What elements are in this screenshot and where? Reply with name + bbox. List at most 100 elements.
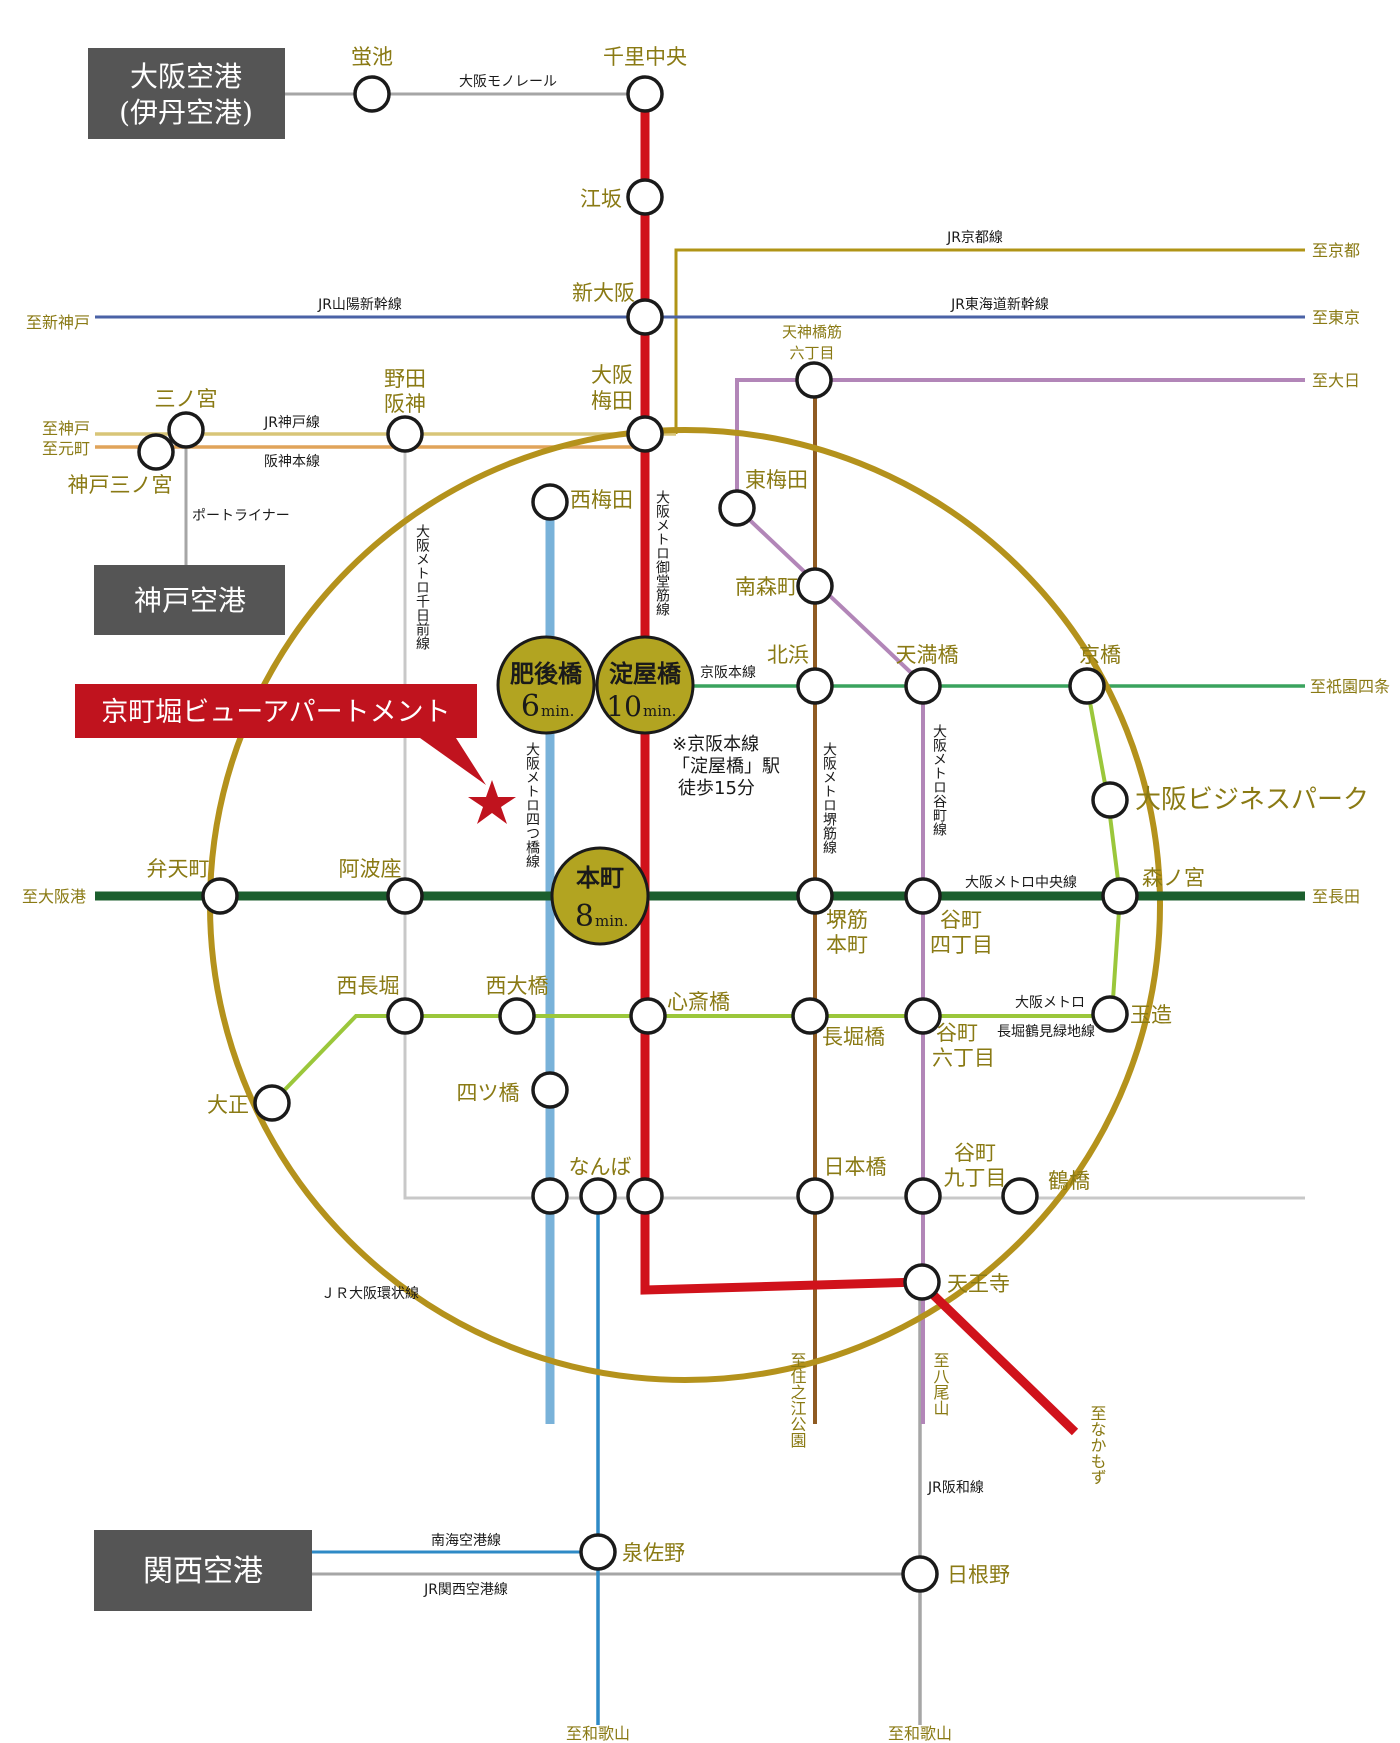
dest-suminoe: 至住之江公園: [788, 1352, 807, 1448]
station-minamimorimachi[interactable]: [796, 567, 834, 605]
label-awaza: 阿波座: [339, 857, 402, 881]
label-obp: 大阪ビジネスパーク: [1135, 785, 1369, 815]
label-namba: なんば: [569, 1155, 632, 1179]
label-nishiohashi: 西大橋: [486, 974, 549, 998]
line-label-port-liner: ポートライナー: [192, 508, 290, 524]
note-line3: 徒歩15分: [678, 778, 755, 799]
badge-higobashi[interactable]: 肥後橋 6 min.: [496, 635, 596, 735]
property-name: 京町堀ビューアパートメント: [101, 697, 450, 728]
station-nishinagahori[interactable]: [386, 997, 424, 1035]
station-tsuruhashi[interactable]: [1001, 1177, 1039, 1215]
station-tanimachi4[interactable]: [904, 877, 942, 915]
label-tanimachi6-1: 谷町: [936, 1021, 978, 1045]
stations: [137, 75, 1139, 1593]
dest-nagata: 至長田: [1312, 887, 1360, 906]
label-higashiumeda: 東梅田: [745, 468, 808, 492]
badge-honmachi-unit: min.: [595, 912, 628, 930]
line-label-jr-kobe: JR神戸線: [263, 415, 320, 431]
station-obp[interactable]: [1091, 781, 1129, 819]
badge-yodoyabashi-minutes: 10: [606, 690, 642, 723]
label-shinosaka: 新大阪: [572, 281, 635, 305]
dest-wakayama-2: 至和歌山: [888, 1724, 952, 1743]
line-label-chuo: 大阪メトロ中央線: [965, 875, 1077, 891]
line-labels: 大阪モノレール JR京都線 JR山陽新幹線 JR東海道新幹線 JR神戸線 阪神本…: [192, 74, 1095, 1598]
station-taisho[interactable]: [253, 1084, 291, 1122]
line-label-nankai: 南海空港線: [431, 1533, 501, 1549]
station-tennoji[interactable]: [903, 1263, 941, 1301]
station-kitahama[interactable]: [796, 667, 834, 705]
label-sannomiya: 三ノ宮: [155, 387, 218, 411]
note-line2: 「淀屋橋」駅: [672, 756, 780, 777]
line-label-nagahori-1: 大阪メトロ: [1015, 995, 1085, 1011]
dest-gion: 至祇園四条: [1310, 677, 1390, 696]
label-tennoji: 天王寺: [947, 1272, 1010, 1296]
dest-kobe: 至神戸: [42, 419, 90, 438]
dest-osakako: 至大阪港: [22, 887, 86, 906]
line-label-midosuji: 大阪メトロ御堂筋線: [654, 490, 670, 616]
nagahori-line: [270, 1014, 1110, 1105]
station-umeda[interactable]: [626, 415, 664, 453]
label-yotsubashi: 四ツ橋: [457, 1081, 520, 1105]
label-tsuruhashi: 鶴橋: [1048, 1169, 1090, 1193]
station-namba-yotsubashi[interactable]: [531, 1177, 569, 1215]
dest-kyoto: 至京都: [1312, 241, 1360, 260]
station-hineno[interactable]: [901, 1555, 939, 1593]
label-kobesannomiya: 神戸三ノ宮: [68, 473, 173, 497]
line-label-nagahori-2: 長堀鶴見緑地線: [997, 1023, 1095, 1040]
badge-honmachi[interactable]: 本町 8 min.: [550, 846, 650, 946]
note-line1: ※京阪本線: [672, 734, 759, 755]
property-callout: 京町堀ビューアパートメント: [75, 684, 516, 824]
label-sakaisuji-honmachi-2: 本町: [826, 933, 868, 957]
station-shinosaka[interactable]: [626, 298, 664, 336]
station-tenjinbashi[interactable]: [795, 361, 833, 399]
station-nishiumeda[interactable]: [531, 483, 569, 521]
station-yotsubashi[interactable]: [531, 1071, 569, 1109]
badge-higobashi-minutes: 6: [521, 689, 540, 724]
station-kobesannomiya[interactable]: [137, 433, 175, 471]
station-izumisano[interactable]: [579, 1533, 617, 1571]
badge-yodoyabashi-name: 淀屋橋: [609, 659, 682, 688]
station-awaza[interactable]: [386, 877, 424, 915]
badge-honmachi-minutes: 8: [575, 899, 594, 934]
airport-kobe-label: 神戸空港: [134, 584, 246, 617]
station-namba-nankai[interactable]: [579, 1177, 617, 1215]
station-tamatsukuri[interactable]: [1091, 995, 1129, 1033]
station-sannomiya[interactable]: [167, 411, 205, 449]
label-tenmabashi: 天満橋: [896, 643, 959, 667]
station-nipponbashi[interactable]: [796, 1177, 834, 1215]
label-sakaisuji-honmachi-1: 堺筋: [826, 908, 868, 932]
station-shinsaibashi[interactable]: [629, 997, 667, 1035]
station-hotarugaike[interactable]: [353, 75, 391, 113]
badge-yodoyabashi[interactable]: 淀屋橋 10 min.: [595, 635, 695, 735]
station-namba-midosuji[interactable]: [626, 1177, 664, 1215]
label-tanimachi9-1: 谷町: [954, 1141, 996, 1165]
station-senrichuo[interactable]: [626, 75, 664, 113]
station-morinomiya[interactable]: [1101, 877, 1139, 915]
airport-kansai-label: 関西空港: [143, 1554, 263, 1589]
station-tanimachi9[interactable]: [904, 1177, 942, 1215]
station-nishiohashi[interactable]: [498, 997, 536, 1035]
dest-wakayama-1: 至和歌山: [566, 1724, 630, 1743]
label-tamatsukuri: 玉造: [1130, 1003, 1172, 1027]
label-hineno: 日根野: [947, 1563, 1010, 1587]
label-bentencho: 弁天町: [147, 857, 210, 881]
destination-labels: 至京都 至東京 至新神戸 至大日 至神戸 至元町 至祇園四条 至大阪港 至長田 …: [22, 241, 1390, 1743]
station-bentencho[interactable]: [201, 877, 239, 915]
label-tanimachi4-2: 四丁目: [930, 933, 993, 957]
label-umeda-1: 大阪: [591, 363, 633, 387]
label-tanimachi6-2: 六丁目: [932, 1046, 995, 1070]
station-higashiumeda[interactable]: [718, 489, 756, 527]
badge-yodoyabashi-unit: min.: [643, 702, 676, 720]
station-noda[interactable]: [386, 415, 424, 453]
line-label-keihan: 京阪本線: [700, 665, 756, 681]
label-esaka: 江坂: [580, 187, 622, 211]
station-tenmabashi[interactable]: [904, 667, 942, 705]
property-star-icon: [468, 780, 516, 824]
label-tenjin-2: 六丁目: [789, 344, 834, 362]
station-sakaisuji-honmachi[interactable]: [796, 877, 834, 915]
station-kyobashi[interactable]: [1068, 667, 1106, 705]
station-nagahoribashi[interactable]: [791, 997, 829, 1035]
station-esaka[interactable]: [626, 178, 664, 216]
station-tanimachi6[interactable]: [904, 997, 942, 1035]
